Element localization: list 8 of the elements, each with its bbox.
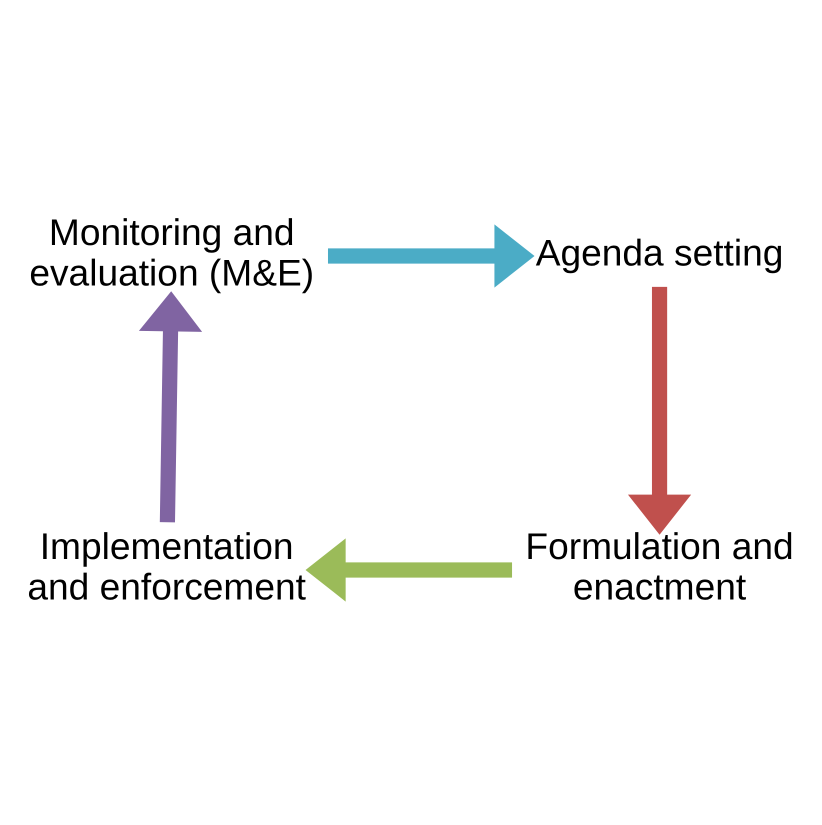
arrow	[138, 290, 202, 522]
node-text: Agenda setting	[536, 230, 784, 273]
arrow	[328, 224, 535, 288]
node-text: Implementation and enforcement	[27, 524, 306, 608]
arrow	[306, 538, 512, 602]
node-text: Formulation and enactment	[525, 524, 794, 608]
node-text: Monitoring and evaluation (M&E)	[29, 210, 314, 294]
arrow	[628, 286, 692, 534]
